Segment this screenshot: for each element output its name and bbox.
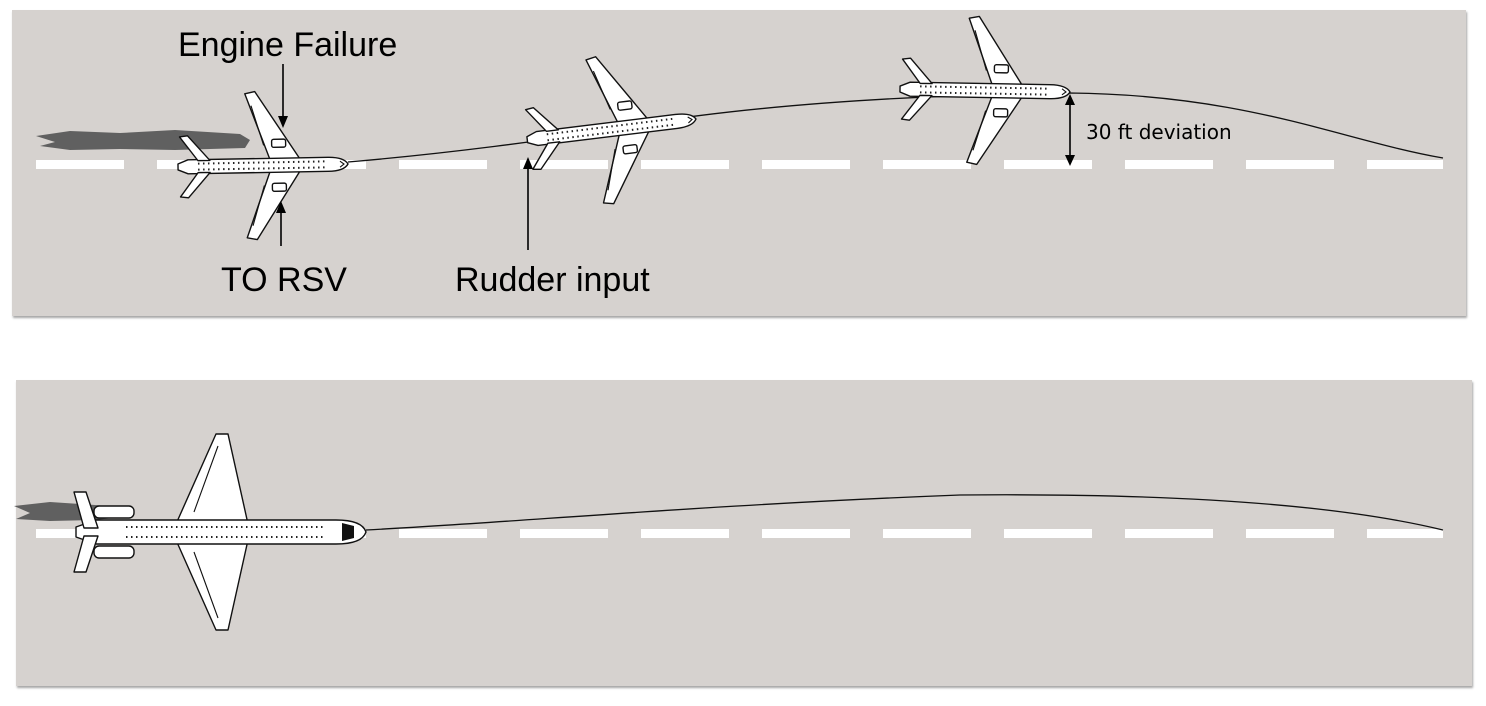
to-rsv-label: TO RSV xyxy=(221,261,347,299)
deviation-label: 30 ft deviation xyxy=(1086,120,1232,144)
engine-failure-label: Engine Failure xyxy=(178,26,397,64)
aircraft-icon xyxy=(897,14,1073,167)
rudder-input-arrow xyxy=(523,157,533,250)
aircraft-icon xyxy=(517,44,707,215)
exhaust-smoke-icon xyxy=(36,130,250,150)
aircraft-icon xyxy=(175,89,351,242)
engine-failure-arrow xyxy=(278,64,288,128)
aircraft-icon xyxy=(73,433,367,631)
flight-path-top xyxy=(347,92,1444,163)
deviation-arrow xyxy=(1065,94,1075,166)
flight-path-bottom xyxy=(365,494,1444,531)
rudder-input-label: Rudder input xyxy=(455,261,650,299)
to-rsv-arrow xyxy=(276,201,286,246)
